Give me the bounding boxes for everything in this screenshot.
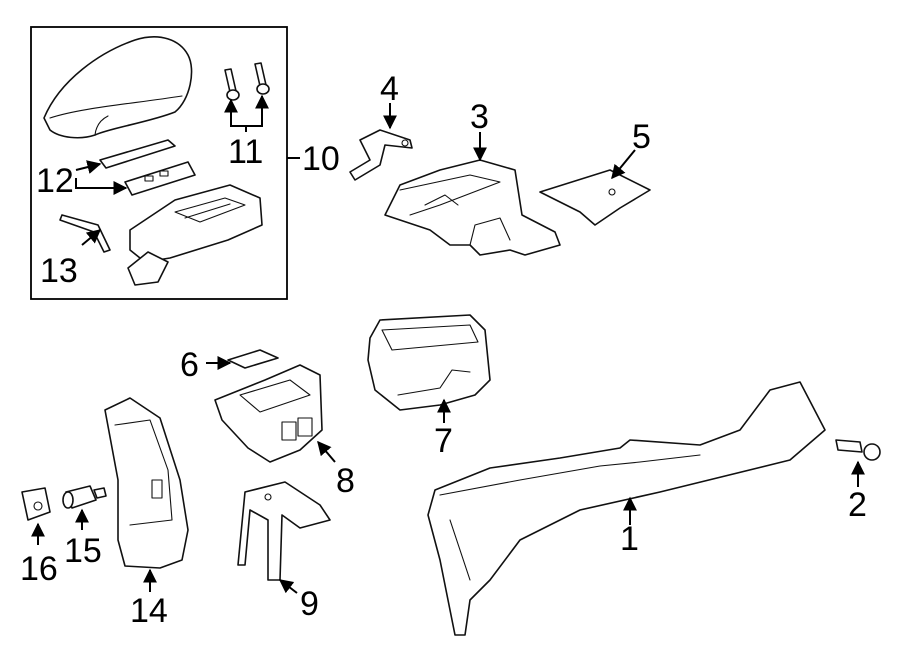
callout-5-leader xyxy=(611,149,636,180)
console-panel xyxy=(427,381,826,636)
callout-10: 10 xyxy=(302,140,340,178)
lamp-socket xyxy=(62,485,107,509)
pad xyxy=(227,349,279,369)
armrest-base xyxy=(127,184,263,286)
cover-panel xyxy=(539,169,651,226)
rear-panel xyxy=(104,397,189,569)
clip xyxy=(21,487,51,521)
callout-13-leader xyxy=(81,229,102,246)
callout-1: 1 xyxy=(620,520,639,558)
shift-housing xyxy=(367,314,491,411)
latch xyxy=(59,214,111,253)
callout-3: 3 xyxy=(470,98,489,136)
bolt-pair xyxy=(224,62,270,101)
fastener xyxy=(835,439,881,461)
callout-14: 14 xyxy=(130,592,168,630)
callout-5: 5 xyxy=(632,118,651,156)
callout-12-leader xyxy=(75,178,128,195)
callout-7: 7 xyxy=(434,422,453,460)
callout-6: 6 xyxy=(180,346,199,384)
callout-15: 15 xyxy=(64,532,102,570)
bracket-small xyxy=(349,129,413,181)
callout-8-leader xyxy=(317,440,336,463)
callout-11-leader xyxy=(224,94,269,127)
hinge-plates xyxy=(99,139,196,196)
callout-4: 4 xyxy=(380,70,399,108)
armrest-kit-frame xyxy=(30,26,288,300)
callout-16: 16 xyxy=(20,550,58,588)
callout-9: 9 xyxy=(300,585,319,623)
support-bracket xyxy=(237,481,331,581)
callout-2: 2 xyxy=(848,486,867,524)
callout-13: 13 xyxy=(40,252,78,290)
armrest-lid xyxy=(43,36,193,139)
storage-bin xyxy=(214,364,323,463)
callout-9-leader xyxy=(278,579,298,594)
callout-11: 11 xyxy=(228,133,263,171)
callout-8: 8 xyxy=(336,462,355,500)
console-front-bracket xyxy=(384,159,561,256)
callout-12: 12 xyxy=(36,162,74,200)
